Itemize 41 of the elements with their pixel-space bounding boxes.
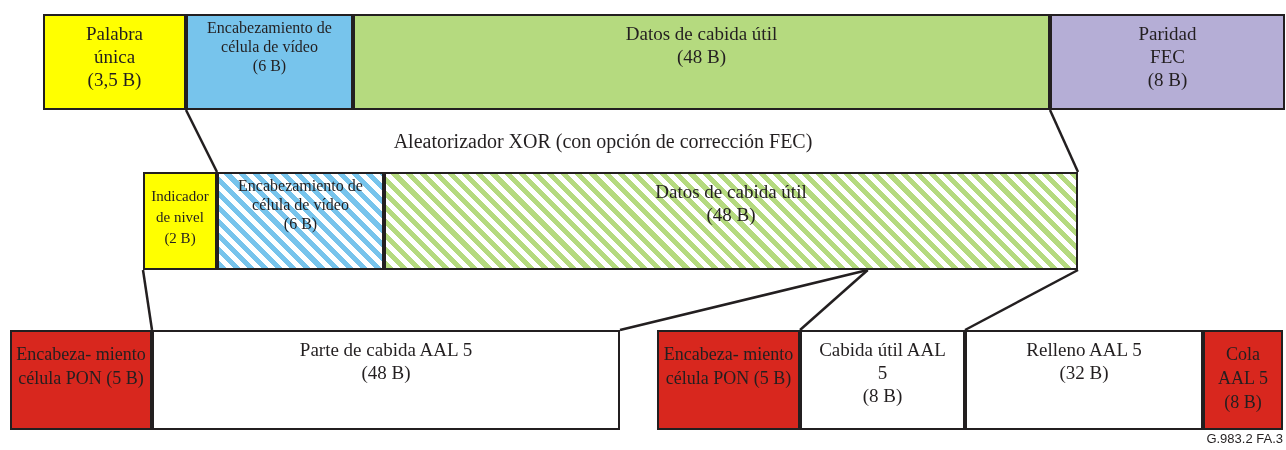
field-box bbox=[353, 14, 1050, 110]
mapping-line bbox=[799, 269, 869, 331]
field-label: Encabeza- miento célula PON (5 B) bbox=[15, 343, 147, 390]
field-label: (8 B) bbox=[1146, 68, 1189, 91]
field-label: (6 B) bbox=[251, 56, 288, 75]
field-box bbox=[43, 14, 186, 110]
field-label: Paridad FEC bbox=[1137, 22, 1198, 68]
mapping-line bbox=[184, 109, 219, 173]
caption-text: Aleatorizador XOR (con opción de corrección FEC) bbox=[393, 130, 813, 153]
field-label: Parte de cabida AAL 5 bbox=[298, 338, 474, 361]
field-label: Relleno AAL 5 bbox=[1025, 338, 1143, 361]
field-box bbox=[217, 172, 384, 270]
field-label: Encabezamiento de célula de vídeo bbox=[206, 18, 333, 56]
field-label: Cabida útil AAL 5 bbox=[818, 338, 947, 384]
mapping-line bbox=[141, 269, 154, 331]
field-label: Datos de cabida útil bbox=[624, 22, 779, 45]
figure-number: G.983.2 FA.3 bbox=[1206, 431, 1283, 446]
field-box bbox=[1050, 14, 1285, 110]
field-label: Indicador de nivel bbox=[150, 187, 210, 227]
field-box bbox=[186, 14, 353, 110]
field-label: Encabeza- miento célula PON (5 B) bbox=[662, 343, 795, 390]
field-label: Palabra única bbox=[85, 22, 144, 68]
mapping-line bbox=[964, 268, 1079, 332]
field-box bbox=[965, 330, 1203, 430]
field-label: (48 B) bbox=[675, 45, 728, 68]
field-box bbox=[1203, 330, 1283, 430]
field-box bbox=[10, 330, 152, 430]
field-label: (32 B) bbox=[1058, 361, 1110, 384]
field-box bbox=[143, 172, 217, 270]
field-label: (3,5 B) bbox=[86, 68, 143, 91]
field-box bbox=[384, 172, 1078, 270]
mapping-line bbox=[1048, 109, 1080, 173]
field-label: Cola AAL 5 bbox=[1217, 343, 1269, 390]
field-label: (2 B) bbox=[163, 229, 197, 248]
field-label: (8 B) bbox=[1223, 391, 1263, 414]
field-box bbox=[152, 330, 620, 430]
field-box bbox=[657, 330, 800, 430]
mapping-line bbox=[619, 268, 868, 332]
field-box bbox=[800, 330, 965, 430]
field-label: (48 B) bbox=[360, 361, 412, 384]
field-label: (8 B) bbox=[861, 384, 904, 407]
